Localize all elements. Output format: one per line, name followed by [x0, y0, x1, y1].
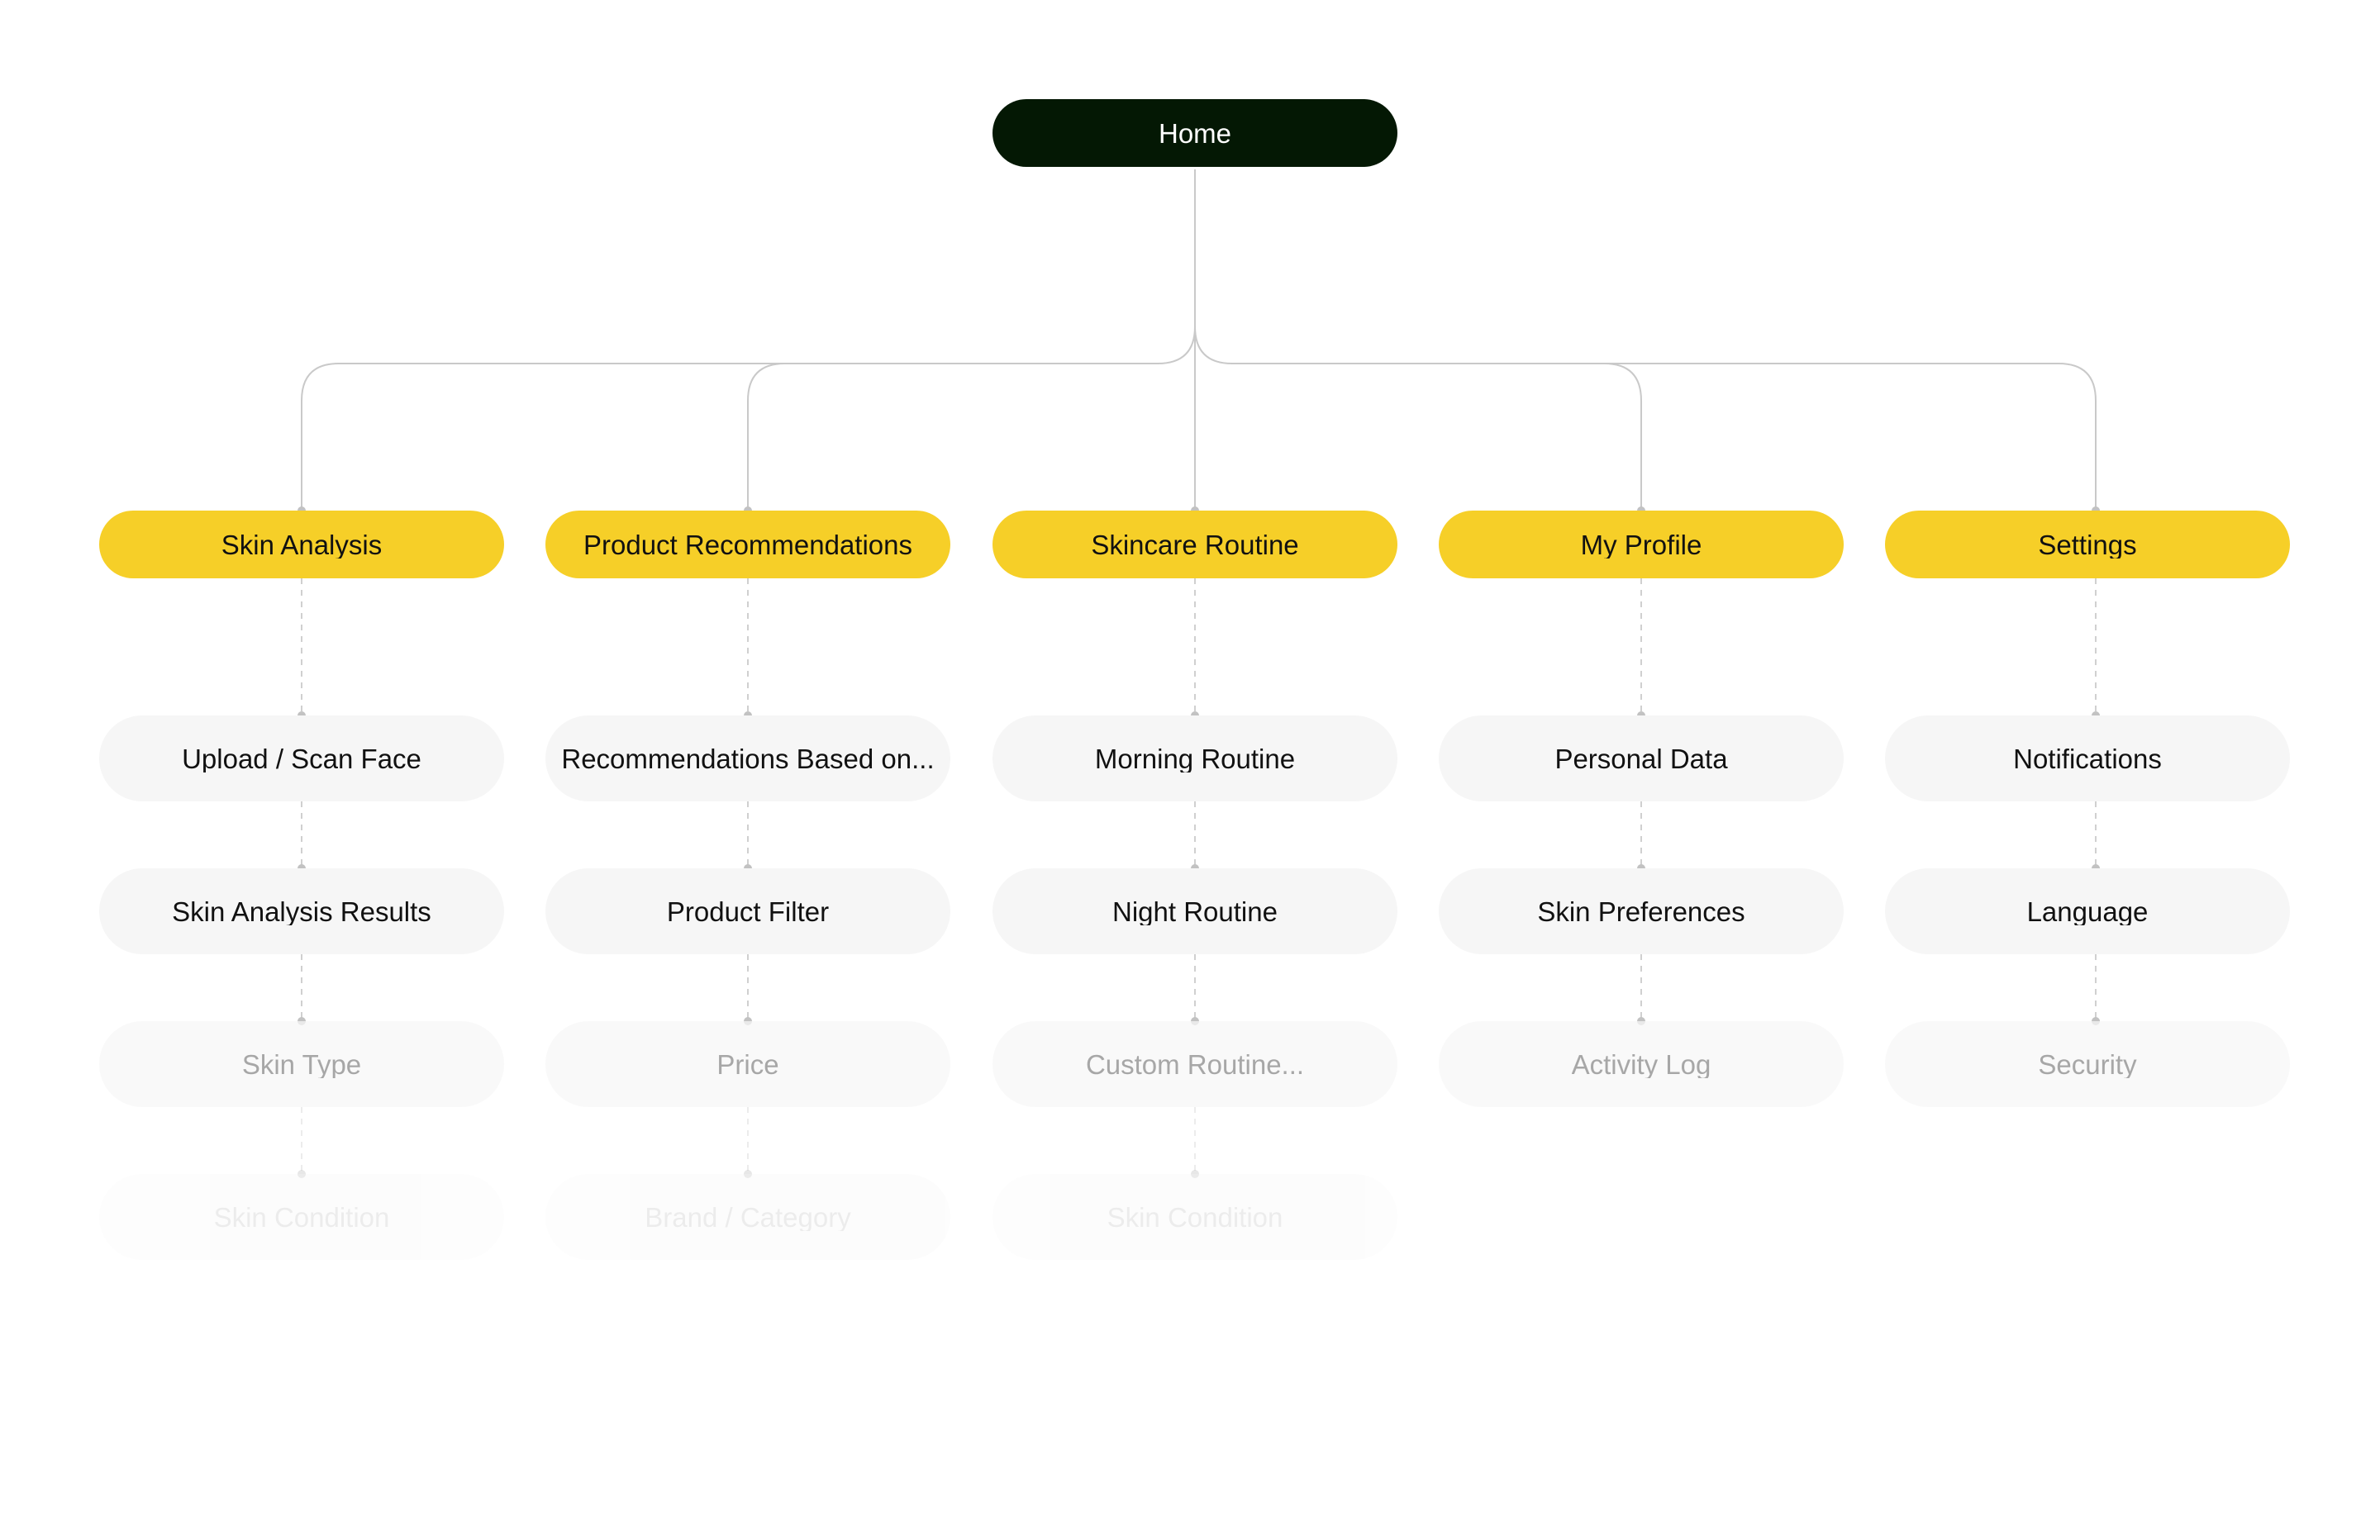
child-node[interactable]: Price: [545, 1021, 950, 1107]
dot-col1-4: [744, 1170, 752, 1178]
child-node[interactable]: Morning Routine: [992, 715, 1397, 801]
branch-right: [1194, 326, 2097, 511]
category-label: My Profile: [1580, 530, 1702, 558]
child-label: Skin Type: [241, 1050, 362, 1078]
child-node[interactable]: Skin Condition: [99, 1174, 504, 1260]
category-label: Product Recommendations: [583, 530, 913, 558]
child-label: Product Filter: [666, 897, 830, 925]
branch-left-2: [747, 363, 786, 511]
category-node-skin-analysis[interactable]: Skin Analysis: [99, 511, 504, 578]
child-node[interactable]: Product Filter: [545, 868, 950, 954]
dot-col2-4: [1191, 1170, 1199, 1178]
category-node-settings[interactable]: Settings: [1885, 511, 2290, 578]
child-node[interactable]: Skin Analysis Results: [99, 868, 504, 954]
branch-left: [301, 326, 1196, 511]
child-label: Activity Log: [1571, 1050, 1711, 1078]
child-node[interactable]: Skin Type: [99, 1021, 504, 1107]
child-node[interactable]: Recommendations Based on...: [545, 715, 950, 801]
dot-col0-4: [298, 1170, 306, 1178]
child-label: Language: [2026, 897, 2149, 925]
child-node[interactable]: Language: [1885, 868, 2290, 954]
child-node[interactable]: Security: [1885, 1021, 2290, 1107]
child-label: Recommendations Based on...: [561, 744, 935, 772]
child-node[interactable]: Custom Routine...: [992, 1021, 1397, 1107]
child-label: Skin Condition: [213, 1203, 390, 1231]
child-node[interactable]: Brand / Category: [545, 1174, 950, 1260]
root-node-home[interactable]: Home: [992, 99, 1397, 167]
child-label: Skin Preferences: [1537, 897, 1745, 925]
branch-right-2: [1603, 363, 1642, 511]
category-node-product-recommendations[interactable]: Product Recommendations: [545, 511, 950, 578]
child-label: Night Routine: [1112, 897, 1278, 925]
category-label: Skincare Routine: [1091, 530, 1299, 558]
child-label: Notifications: [2013, 744, 2162, 772]
child-label: Price: [716, 1050, 779, 1078]
category-label: Settings: [2038, 530, 2137, 558]
child-label: Security: [2038, 1050, 2137, 1078]
child-label: Upload / Scan Face: [182, 744, 421, 772]
child-label: Personal Data: [1554, 744, 1728, 772]
child-node[interactable]: Night Routine: [992, 868, 1397, 954]
child-label: Skin Condition: [1107, 1203, 1283, 1231]
category-label: Skin Analysis: [221, 530, 383, 558]
child-node[interactable]: Activity Log: [1439, 1021, 1844, 1107]
child-node[interactable]: Notifications: [1885, 715, 2290, 801]
child-node[interactable]: Personal Data: [1439, 715, 1844, 801]
category-node-skincare-routine[interactable]: Skincare Routine: [992, 511, 1397, 578]
child-label: Morning Routine: [1094, 744, 1296, 772]
child-label: Custom Routine...: [1085, 1050, 1305, 1078]
child-node[interactable]: Skin Preferences: [1439, 868, 1844, 954]
root-node-label: Home: [1158, 119, 1232, 147]
category-node-my-profile[interactable]: My Profile: [1439, 511, 1844, 578]
child-label: Skin Analysis Results: [172, 897, 431, 925]
child-node[interactable]: Upload / Scan Face: [99, 715, 504, 801]
child-label: Brand / Category: [645, 1203, 851, 1231]
child-node[interactable]: Skin Condition: [992, 1174, 1397, 1260]
